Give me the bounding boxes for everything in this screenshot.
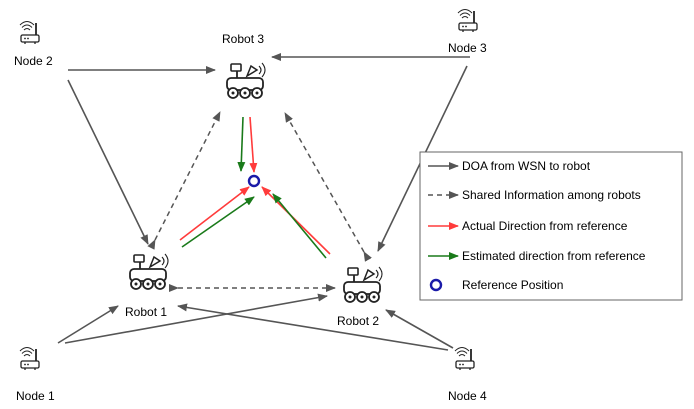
robot-2-label: Robot 2 xyxy=(337,314,379,328)
node-3-label: Node 3 xyxy=(448,41,487,55)
estimated-robot1 xyxy=(181,196,255,248)
node-3: Node 3 xyxy=(448,8,487,55)
legend-item-actual: Actual Direction from reference xyxy=(428,219,628,233)
router-icon xyxy=(19,346,40,371)
node-4-label: Node 4 xyxy=(448,389,487,403)
router-icon xyxy=(457,8,478,33)
robot-3: Robot 3 xyxy=(222,32,266,99)
robot-1: Robot 1 xyxy=(125,253,169,319)
rover-robot-icon xyxy=(226,62,266,99)
legend-item-reference: Reference Position xyxy=(429,278,563,292)
rover-robot-icon xyxy=(129,253,169,290)
shared-info-arrows xyxy=(147,111,372,292)
robot-1-label: Robot 1 xyxy=(125,305,167,319)
shared-robot1-robot3 xyxy=(147,111,221,250)
actual-robot2 xyxy=(261,186,331,255)
router-icon xyxy=(454,346,475,371)
estimated-robot2 xyxy=(272,193,327,259)
doa-node4-to-robot2 xyxy=(385,309,454,349)
legend-label-reference: Reference Position xyxy=(462,278,563,292)
estimated-direction-arrows xyxy=(181,116,327,259)
robot-2: Robot 2 xyxy=(337,266,383,328)
robot-3-label: Robot 3 xyxy=(222,32,264,46)
estimated-robot3 xyxy=(237,116,246,172)
doa-node2-to-robot1 xyxy=(67,79,149,245)
doa-arrows xyxy=(57,53,470,351)
legend-label-doa: DOA from WSN to robot xyxy=(462,159,591,173)
rover-robot-icon xyxy=(343,266,383,303)
legend-label-shared: Shared Information among robots xyxy=(462,188,641,202)
doa-node4-to-robot1 xyxy=(177,303,449,351)
doa-node1-to-robot2 xyxy=(64,293,328,344)
legend-item-estimated: Estimated direction from reference xyxy=(428,249,646,263)
legend-item-shared: Shared Information among robots xyxy=(428,188,641,202)
actual-robot3 xyxy=(249,116,258,173)
node-2-label: Node 2 xyxy=(14,54,53,68)
node-1: Node 1 xyxy=(16,346,55,403)
legend: DOA from WSN to robot Shared Information… xyxy=(419,151,683,301)
legend-box xyxy=(419,151,683,301)
legend-label-estimated: Estimated direction from reference xyxy=(462,249,646,263)
node-2: Node 2 xyxy=(14,20,53,68)
router-icon xyxy=(19,20,40,45)
node-1-label: Node 1 xyxy=(16,389,55,403)
shared-robot2-robot3 xyxy=(284,112,372,262)
legend-item-doa: DOA from WSN to robot xyxy=(428,159,591,173)
legend-swatch-reference xyxy=(429,278,443,292)
node-4: Node 4 xyxy=(448,346,487,403)
legend-label-actual: Actual Direction from reference xyxy=(462,219,628,233)
reference-position-marker xyxy=(247,174,261,188)
actual-robot1 xyxy=(179,186,250,241)
doa-node1-to-robot1 xyxy=(57,305,119,344)
